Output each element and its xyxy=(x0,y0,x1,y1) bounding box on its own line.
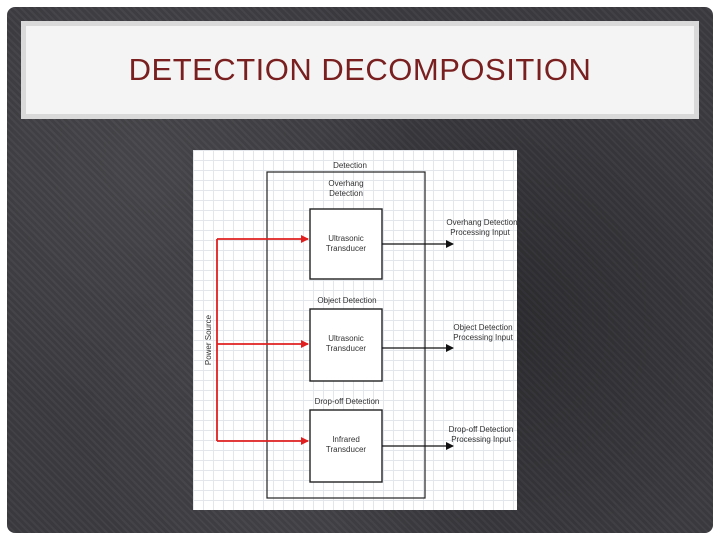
object-output-label: Object Detection xyxy=(453,323,512,332)
infrared-transducer-box xyxy=(309,409,383,483)
overhang-output-label: Overhang Detection xyxy=(446,218,517,227)
object-transducer-label-2: Transducer xyxy=(326,344,367,353)
object-output-label-2: Processing Input xyxy=(453,333,513,342)
overhang-transducer-label-2: Transducer xyxy=(326,244,367,253)
infrared-transducer-label-2: Transducer xyxy=(326,445,367,454)
object-transducer-box xyxy=(309,308,383,382)
diagram-svg: Detection Power Source Overhang Detectio… xyxy=(204,161,518,499)
overhang-transducer-label: Ultrasonic xyxy=(328,234,364,243)
object-group-label: Object Detection xyxy=(317,296,376,305)
slide: DETECTION DECOMPOSITION Detection Power … xyxy=(7,7,713,533)
slide-title: DETECTION DECOMPOSITION xyxy=(128,52,592,87)
dropoff-output-label-2: Processing Input xyxy=(451,435,511,444)
dropoff-group-label: Drop-off Detection xyxy=(315,397,380,406)
infrared-transducer-label: Infrared xyxy=(332,435,360,444)
overhang-output-label-2: Processing Input xyxy=(450,228,510,237)
object-transducer-label: Ultrasonic xyxy=(328,334,364,343)
power-source-label: Power Source xyxy=(204,314,213,365)
overhang-transducer-box xyxy=(309,208,383,280)
detection-container xyxy=(266,171,426,499)
decomposition-diagram: Detection Power Source Overhang Detectio… xyxy=(193,150,518,510)
overhang-group-label-2: Detection xyxy=(329,189,363,198)
title-bar: DETECTION DECOMPOSITION xyxy=(21,21,699,119)
detection-label: Detection xyxy=(333,161,367,170)
dropoff-output-label: Drop-off Detection xyxy=(449,425,514,434)
overhang-group-label: Overhang xyxy=(328,179,363,188)
